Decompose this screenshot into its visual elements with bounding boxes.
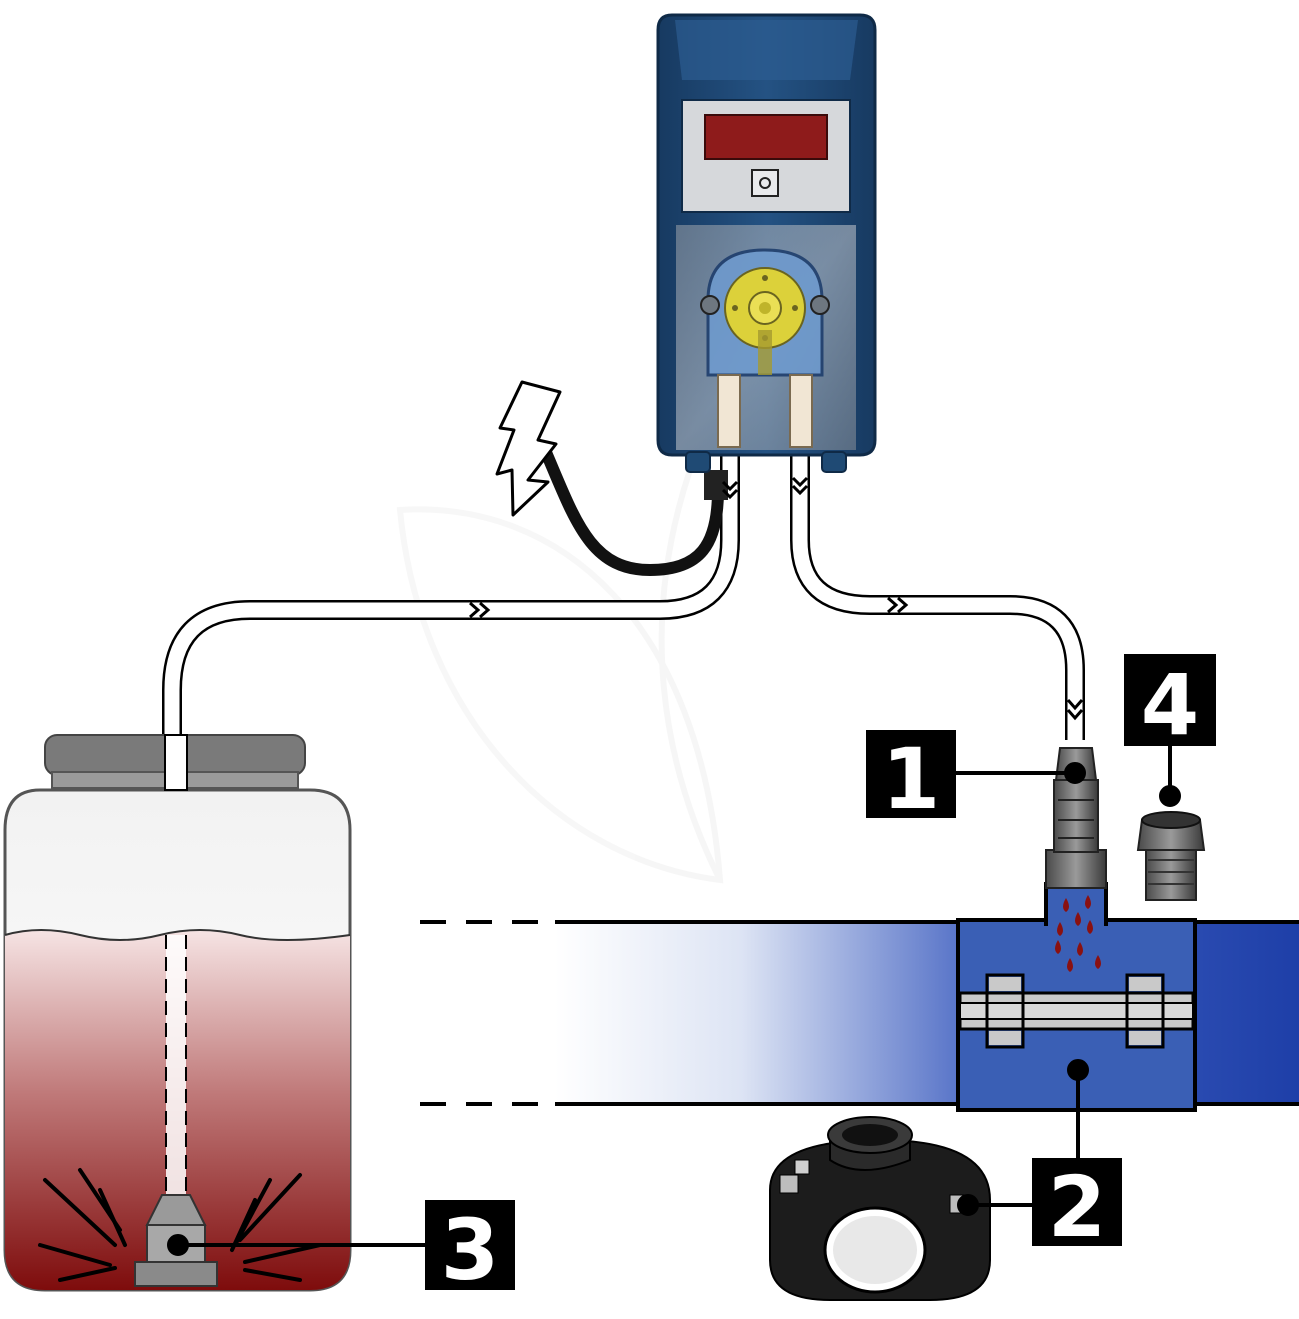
callout-leaders xyxy=(167,745,1181,1256)
watermark-leaf xyxy=(396,469,724,884)
droplet-icon xyxy=(1055,895,1101,972)
suction-rays xyxy=(38,1168,322,1282)
discharge-tube xyxy=(790,455,1085,740)
callout-2-label: 2 xyxy=(1048,1158,1106,1256)
saddle-clamp xyxy=(769,1116,991,1301)
callout-3-label: 3 xyxy=(441,1201,499,1299)
lightning-icon xyxy=(495,380,562,517)
reducer-fitting xyxy=(1136,811,1206,901)
callout-4: 4 xyxy=(1124,654,1216,754)
digital-display xyxy=(704,114,828,160)
suction-tube xyxy=(162,455,740,735)
dosing-pump xyxy=(656,13,877,473)
peristaltic-head xyxy=(700,248,830,377)
callout-3: 3 xyxy=(425,1200,515,1299)
chemical-tank xyxy=(3,734,352,1292)
callout-1-label: 1 xyxy=(882,730,940,828)
callout-1: 1 xyxy=(866,730,956,828)
pump-button[interactable] xyxy=(751,169,779,197)
callout-4-label: 4 xyxy=(1141,656,1199,754)
callout-2: 2 xyxy=(1032,1158,1122,1256)
